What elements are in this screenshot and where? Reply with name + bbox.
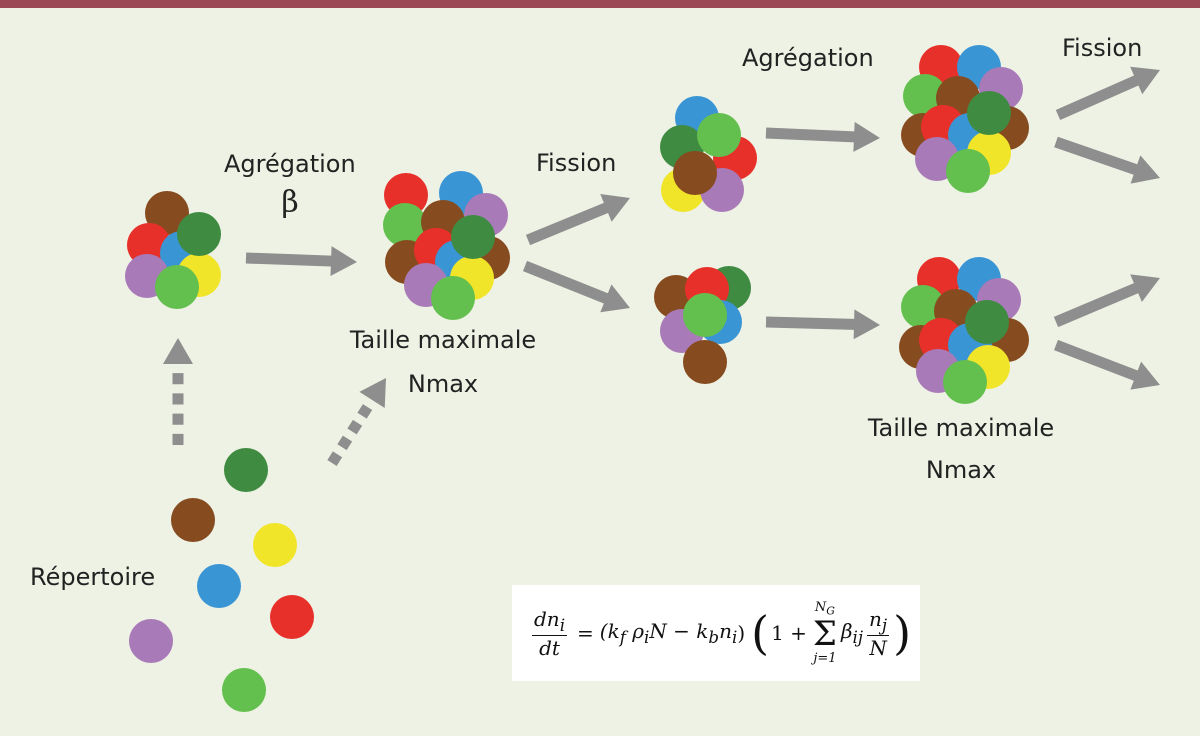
particle <box>270 595 314 639</box>
label-taille-maximale-1: Taille maximale <box>349 326 537 354</box>
label-agregation-2: Agrégation <box>742 44 874 72</box>
particle <box>901 285 945 329</box>
equation-box: dni dt = (kf ρiN − kbni) ( 1 + NG Σ j=1 … <box>512 585 920 681</box>
arrow-dash <box>337 435 353 451</box>
arrow <box>522 260 630 313</box>
particle <box>943 360 987 404</box>
particle <box>129 619 173 663</box>
arrow <box>1055 66 1160 121</box>
summation: NG Σ j=1 <box>812 599 837 667</box>
arrow <box>245 246 357 277</box>
arrow <box>1053 274 1160 328</box>
arrow-dash <box>172 373 184 385</box>
arrow <box>765 309 880 340</box>
label-agregation-1: Agrégation <box>224 150 356 178</box>
particle <box>673 151 717 195</box>
arrow <box>1054 339 1160 390</box>
particle <box>965 300 1009 344</box>
arrow-head <box>163 338 193 364</box>
label-nmax-1: Nmax <box>407 370 479 398</box>
arrow-dash <box>172 393 184 405</box>
arrow-dash <box>327 451 343 466</box>
arrow <box>525 194 630 246</box>
ratio-fraction: nj N <box>867 606 890 660</box>
particle <box>145 191 189 235</box>
arrow-dash <box>172 413 184 425</box>
label-nmax-2: Nmax <box>925 456 997 484</box>
label-repertoire: Répertoire <box>30 563 156 591</box>
label-beta: β <box>281 185 299 220</box>
arrow-dash <box>347 419 363 435</box>
label-fission-2: Fission <box>1062 34 1143 62</box>
arrow-dash <box>172 433 184 445</box>
top-accent-bar <box>0 0 1200 8</box>
particle <box>683 293 727 337</box>
particle <box>431 276 475 320</box>
derivative-fraction: dni dt <box>532 606 568 660</box>
particle <box>155 265 199 309</box>
particle <box>197 564 241 608</box>
particle <box>222 668 266 712</box>
arrow-dash <box>357 404 373 419</box>
arrow <box>1054 136 1160 184</box>
rate-equation: dni dt = (kf ρiN − kbni) ( 1 + NG Σ j=1 … <box>532 599 912 667</box>
particle <box>946 149 990 193</box>
particle <box>683 340 727 384</box>
particle <box>967 91 1011 135</box>
label-fission-1: Fission <box>536 149 617 177</box>
particle <box>177 212 221 256</box>
particle <box>171 498 215 542</box>
particle <box>224 448 268 492</box>
particle <box>697 113 741 157</box>
particle <box>253 523 297 567</box>
arrow-head <box>359 378 386 408</box>
label-taille-maximale-2: Taille maximale <box>867 414 1055 442</box>
particle <box>451 215 495 259</box>
particle <box>383 203 427 247</box>
arrow <box>765 121 880 152</box>
